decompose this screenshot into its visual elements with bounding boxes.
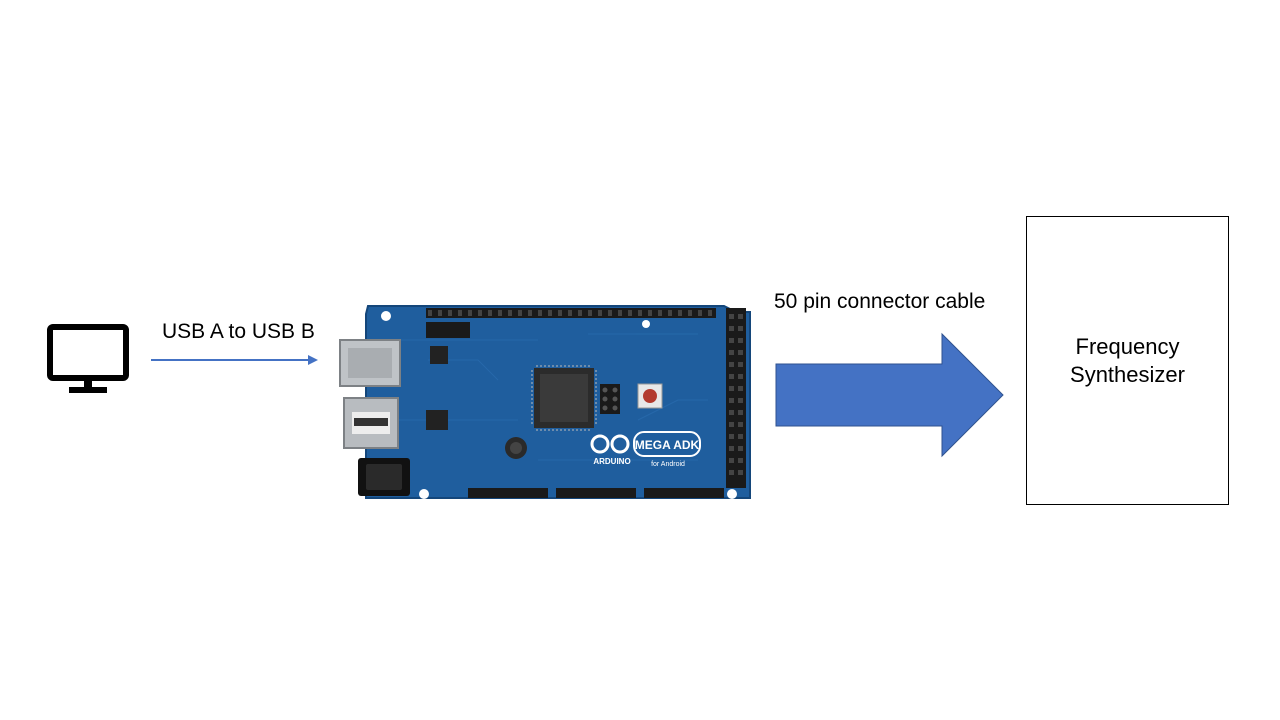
usb-link-label: USB A to USB B (162, 320, 315, 343)
synth-label-line1: Frequency (1075, 334, 1180, 359)
synth-label-line2: Synthesizer (1070, 362, 1185, 387)
cable-link-label: 50 pin connector cable (774, 290, 986, 313)
frequency-synthesizer-label: Frequency Synthesizer (1027, 333, 1228, 389)
cable-block-arrow (775, 332, 1004, 458)
svg-text:ARDUINO: ARDUINO (593, 457, 630, 466)
frequency-synthesizer-box: Frequency Synthesizer (1026, 216, 1229, 505)
usb-arrow (151, 355, 318, 365)
arduino-board-image: MEGA ADK ARDUINO for Android (339, 305, 751, 499)
svg-text:MEGA ADK: MEGA ADK (635, 438, 700, 452)
svg-text:for Android: for Android (651, 461, 685, 468)
monitor-icon (47, 324, 129, 393)
